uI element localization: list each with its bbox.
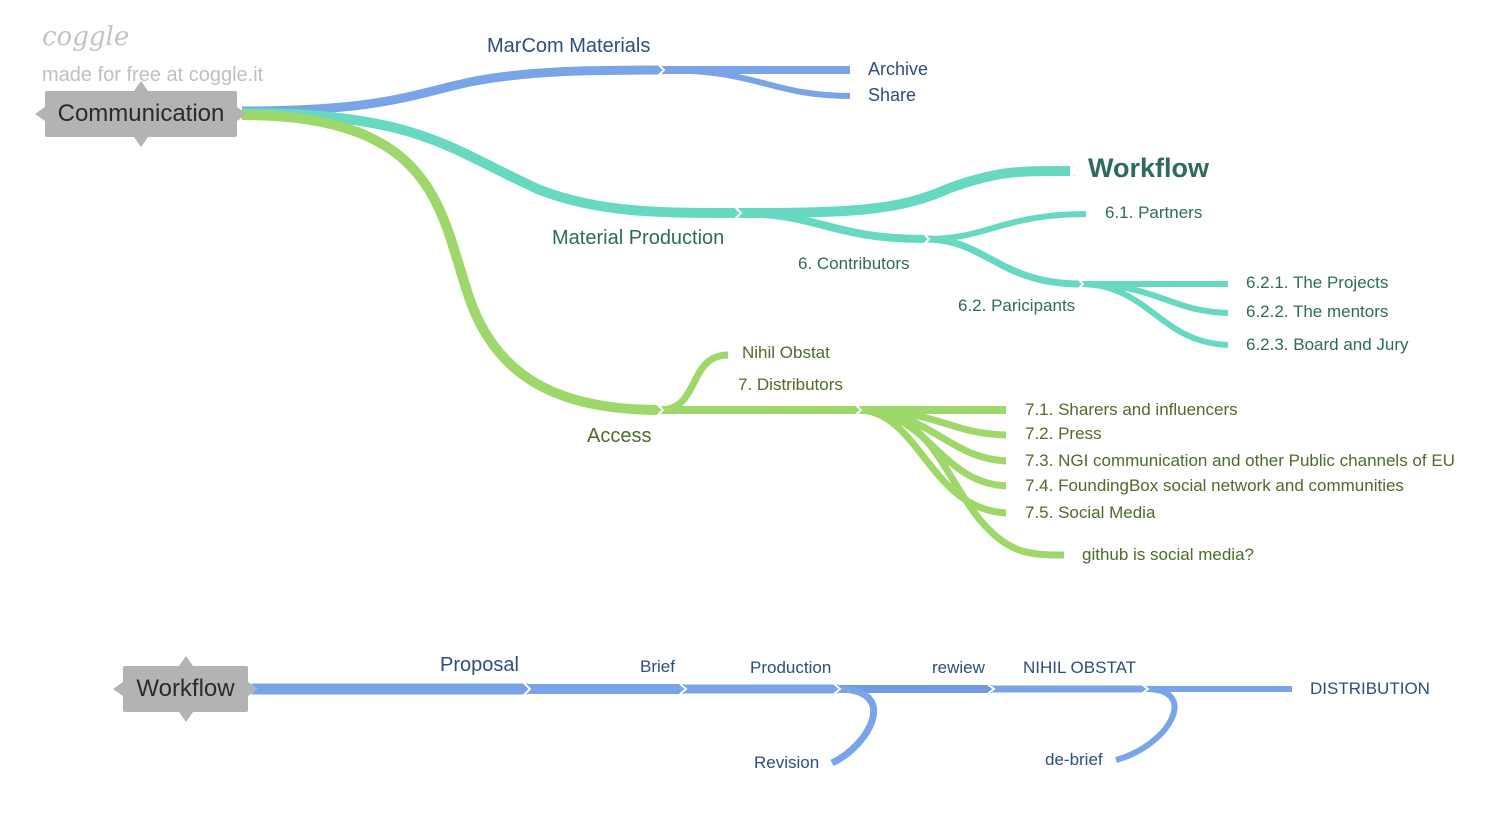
node-access[interactable]: Access: [587, 425, 652, 447]
branch-contributors: [737, 209, 927, 243]
node-nihil-obstat[interactable]: Nihil Obstat: [742, 343, 830, 362]
handle-bottom[interactable]: [178, 712, 193, 722]
node-production[interactable]: Production: [750, 658, 832, 677]
node-brief[interactable]: Brief: [640, 657, 675, 676]
node-archive[interactable]: Archive: [868, 59, 929, 79]
branch-partners: [925, 211, 1091, 242]
node-foundingbox[interactable]: 7.4. FoundingBox social network and comm…: [1025, 476, 1404, 495]
branch-marcom: [241, 65, 663, 116]
node-proposal[interactable]: Proposal: [440, 654, 519, 676]
end-caps: [850, 64, 1238, 561]
made-for-free-note[interactable]: made for free at coggle.it: [42, 64, 264, 86]
node-contributors[interactable]: 6. Contributors: [798, 254, 910, 273]
node-workflow[interactable]: Workflow: [1088, 153, 1209, 183]
node-github-social-media[interactable]: github is social media?: [1082, 545, 1254, 564]
root-label: Communication: [57, 100, 225, 127]
node-sharers-influencers[interactable]: 7.1. Sharers and influencers: [1025, 400, 1238, 419]
node-revision[interactable]: Revision: [754, 753, 820, 772]
node-rewiew[interactable]: rewiew: [932, 658, 985, 677]
node-distribution[interactable]: DISTRIBUTION: [1310, 679, 1430, 698]
branch-access: [241, 110, 661, 415]
timeline-arrow-tips: [521, 680, 1150, 698]
handle-right[interactable]: [237, 107, 247, 121]
branch-nihil: [659, 351, 729, 414]
timeline-end-cap: [1292, 684, 1302, 694]
node-partners[interactable]: 6.1. Partners: [1105, 203, 1203, 222]
node-participants[interactable]: 6.2. Paricipants: [958, 296, 1076, 315]
node-de-brief[interactable]: de-brief: [1045, 750, 1103, 769]
node-the-projects[interactable]: 6.2.1. The Projects: [1246, 273, 1389, 292]
node-board-and-jury[interactable]: 6.2.3. Board and Jury: [1246, 335, 1409, 354]
node-share[interactable]: Share: [868, 85, 917, 105]
branch-board: [1079, 281, 1233, 348]
node-ngi-communication[interactable]: 7.3. NGI communication and other Public …: [1025, 451, 1455, 470]
branch-revision: [830, 685, 877, 767]
branch-participants: [925, 235, 1081, 288]
branch-github: [857, 406, 1069, 559]
root-node-communication[interactable]: Communication: [35, 81, 247, 147]
node-nihil-obstat-step[interactable]: NIHIL OBSTAT: [1023, 658, 1137, 677]
root-label: Workflow: [136, 675, 235, 702]
node-press[interactable]: 7.2. Press: [1025, 424, 1102, 443]
node-the-mentors[interactable]: 6.2.2. The mentors: [1246, 302, 1389, 321]
handle-top[interactable]: [178, 656, 193, 666]
root-node-workflow[interactable]: Workflow: [113, 656, 258, 722]
node-distributors[interactable]: 7. Distributors: [738, 375, 843, 394]
handle-bottom[interactable]: [134, 137, 148, 147]
branch-debrief: [1115, 686, 1178, 763]
branch-workflow: [737, 165, 1076, 218]
handle-right[interactable]: [248, 682, 258, 696]
handle-left[interactable]: [35, 107, 45, 121]
node-marcom-materials[interactable]: MarCom Materials: [487, 35, 651, 57]
branch-share: [661, 67, 853, 99]
handle-top[interactable]: [134, 81, 148, 91]
branch-material-production: [241, 108, 739, 218]
coggle-logo: coggle: [42, 22, 130, 52]
handle-left[interactable]: [113, 682, 123, 696]
node-material-production[interactable]: Material Production: [552, 227, 725, 249]
arrow-tips: [654, 61, 1085, 419]
node-social-media[interactable]: 7.5. Social Media: [1025, 503, 1156, 522]
